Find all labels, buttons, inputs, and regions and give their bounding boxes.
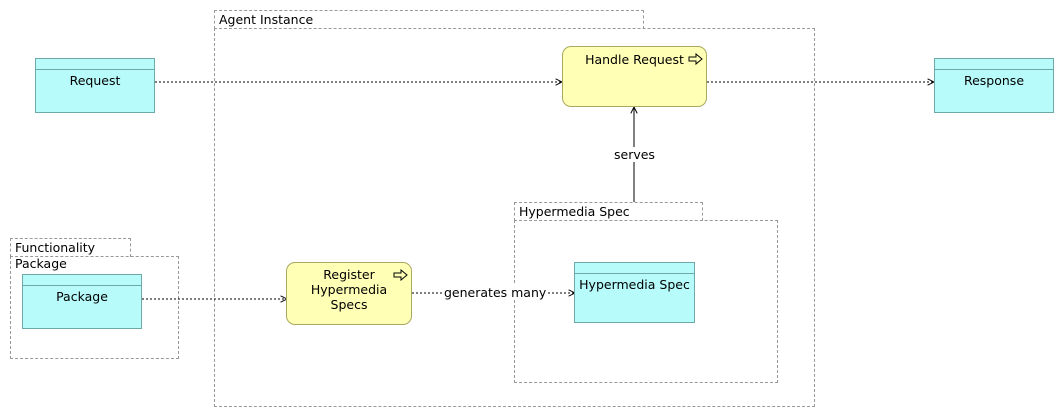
response-label: Response	[963, 73, 1025, 88]
process-arrow-icon	[688, 53, 703, 65]
hypermedia-spec-group-title: Hypermedia Spec	[514, 202, 703, 221]
generates-many-label: generates many	[443, 285, 548, 300]
hypermedia-spec-label: Hypermedia Spec	[579, 277, 690, 292]
functionality-package-group	[10, 256, 179, 359]
response-object[interactable]: Response	[934, 58, 1054, 113]
hypermedia-spec-object[interactable]: Hypermedia Spec	[574, 262, 695, 323]
functionality-package-group-title: Functionality Package	[10, 238, 131, 271]
agent-instance-group-title: Agent Instance	[214, 10, 644, 29]
request-object[interactable]: Request	[35, 58, 155, 113]
handle-request-process[interactable]: Handle Request	[562, 46, 707, 107]
package-label: Package	[56, 289, 108, 304]
hypermedia-spec-group	[514, 220, 778, 383]
request-label: Request	[69, 73, 121, 88]
register-hypermedia-specs-process[interactable]: Register Hypermedia Specs	[286, 262, 412, 325]
handle-request-label: Handle Request	[585, 52, 684, 67]
process-arrow-icon	[393, 269, 408, 281]
package-object[interactable]: Package	[22, 274, 142, 329]
serves-label: serves	[613, 147, 656, 162]
agent-instance-group	[214, 28, 815, 407]
register-hypermedia-specs-label: Register Hypermedia Specs	[310, 267, 388, 312]
